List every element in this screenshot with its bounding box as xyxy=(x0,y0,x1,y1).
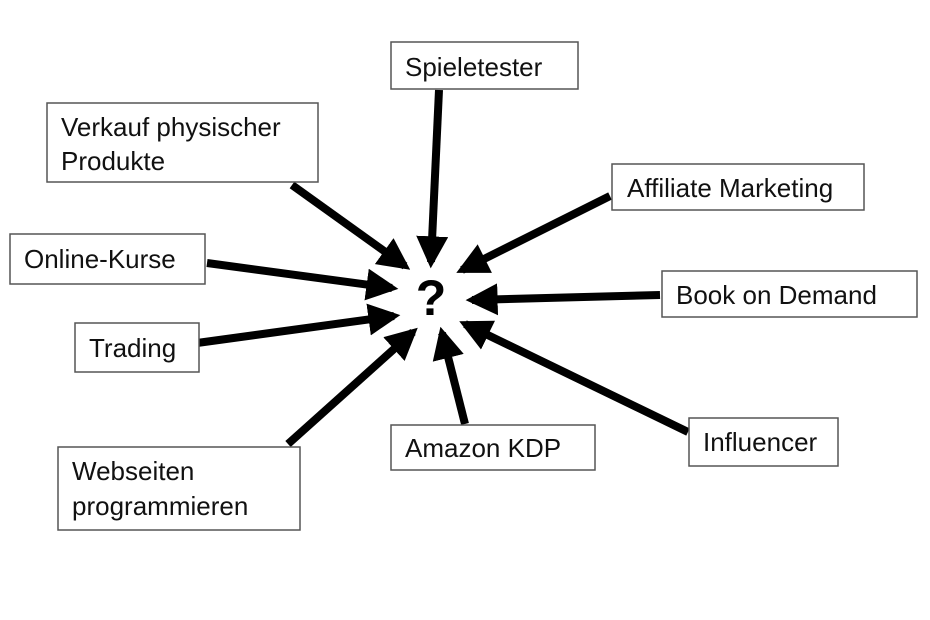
node-box xyxy=(661,270,918,318)
node-box xyxy=(74,322,200,373)
arrow-amazon-kdp xyxy=(432,326,469,425)
node-box xyxy=(390,424,596,471)
node-label: Book on Demand xyxy=(676,280,877,310)
node-spieletester: Spieletester xyxy=(390,41,579,90)
node-box xyxy=(9,233,206,285)
node-label-line-1: Webseiten xyxy=(72,456,194,486)
node-label: Spieletester xyxy=(405,52,543,82)
arrow-book-on-demand xyxy=(465,283,661,316)
node-influencer: Influencer xyxy=(688,417,839,467)
arrow-influencer xyxy=(459,320,690,436)
node-book-on-demand: Book on Demand xyxy=(661,270,918,318)
node-box xyxy=(611,163,865,211)
node-trading: Trading xyxy=(74,322,200,373)
node-online-kurse: Online-Kurse xyxy=(9,233,206,285)
node-label-line-2: programmieren xyxy=(72,491,248,521)
node-label: Online-Kurse xyxy=(24,244,176,274)
node-label: Trading xyxy=(89,333,176,363)
node-box xyxy=(688,417,839,467)
arrow-webseiten-programmieren xyxy=(285,327,418,447)
arrow-online-kurse xyxy=(206,259,399,301)
node-verkauf-physischer-produkte: Verkauf physischer Produkte xyxy=(46,102,319,183)
node-label: Amazon KDP xyxy=(405,433,561,463)
center-question-mark: ? xyxy=(416,270,447,326)
arrows-layer xyxy=(196,89,690,447)
node-webseiten-programmieren: Webseiten programmieren xyxy=(57,446,301,531)
arrow-spieletester xyxy=(416,89,449,269)
node-box xyxy=(57,446,301,531)
node-box xyxy=(390,41,579,90)
arrow-trading xyxy=(196,303,401,347)
arrow-affiliate-marketing xyxy=(456,192,612,274)
node-label-line-2: Produkte xyxy=(61,146,165,176)
arrow-verkauf-physischer-produkte xyxy=(289,181,411,270)
node-label: Influencer xyxy=(703,427,818,457)
node-amazon-kdp: Amazon KDP xyxy=(390,424,596,471)
node-label-line-1: Verkauf physischer xyxy=(61,112,281,142)
node-label: Affiliate Marketing xyxy=(627,173,833,203)
nodes-layer: Spieletester Verkauf physischer Produkte… xyxy=(9,41,918,531)
node-box xyxy=(46,102,319,183)
node-affiliate-marketing: Affiliate Marketing xyxy=(611,163,865,211)
